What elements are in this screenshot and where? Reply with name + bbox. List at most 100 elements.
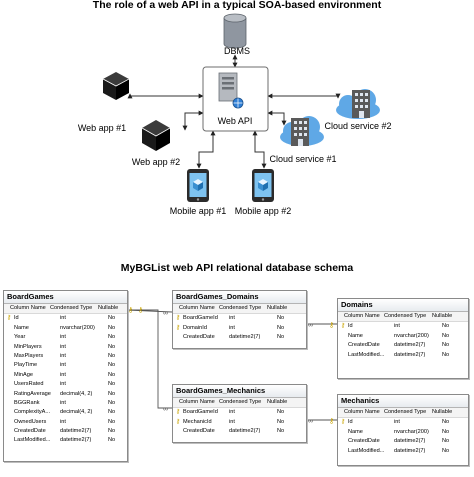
row-spacer xyxy=(338,437,348,446)
column-nullable: No xyxy=(442,351,450,358)
column-name: CreatedDate xyxy=(348,438,380,445)
column-type: int xyxy=(229,418,235,425)
column-nullable: No xyxy=(108,381,116,388)
column-name: PlayTime xyxy=(14,362,38,369)
column-type: datetime2(7) xyxy=(394,438,426,445)
row-spacer xyxy=(4,333,14,342)
row-spacer xyxy=(4,361,14,370)
cloud-building-icon xyxy=(280,116,324,146)
row-spacer xyxy=(4,408,14,417)
column-name: MaxPlayers xyxy=(14,352,44,359)
row-spacer xyxy=(4,380,14,389)
column-type: int xyxy=(60,362,66,369)
table-boardgames-domains[interactable]: BoardGames_Domains Column Name Condensed… xyxy=(172,290,307,349)
header-nullable: Nullable xyxy=(98,305,119,311)
column-header-row: Column Name Condensed Type Nullable xyxy=(338,312,468,323)
key-end-marker: ⚷ xyxy=(329,418,334,425)
column-type: nvarchar(200) xyxy=(394,332,429,339)
column-nullable: No xyxy=(108,352,116,359)
column-header-row: Column Name Condensed Type Nullable xyxy=(173,304,306,315)
column-type: int xyxy=(394,323,400,330)
table-row[interactable]: LastModified...datetime2(7)No xyxy=(338,351,468,360)
header-condensed-type: Condensed Type xyxy=(219,305,262,311)
table-row[interactable]: LastModified...datetime2(7)No xyxy=(4,436,127,445)
smartphone-icon xyxy=(252,169,274,202)
column-name: UsersRated xyxy=(14,381,44,388)
primary-key-icon: ⚷ xyxy=(6,315,12,322)
table-boardgames[interactable]: BoardGames Column Name Condensed Type Nu… xyxy=(3,290,128,462)
header-condensed-type: Condensed Type xyxy=(50,305,93,311)
column-type: decimal(4, 2) xyxy=(60,390,93,397)
table-domains[interactable]: Domains Column Name Condensed Type Nulla… xyxy=(337,298,469,379)
column-name: Id xyxy=(348,323,353,330)
column-type: int xyxy=(60,399,66,406)
column-name: BoardGameId xyxy=(183,315,218,322)
table-row[interactable]: LastModified...datetime2(7)No xyxy=(338,447,468,456)
row-spacer xyxy=(4,436,14,445)
column-name: Year xyxy=(14,334,26,341)
connector-api-cloud1 xyxy=(267,110,287,126)
table-row[interactable]: ComplexityA...decimal(4, 2)No xyxy=(4,408,127,417)
relation-boardgames-mechanics-link xyxy=(126,309,172,409)
table-boardgames-mechanics[interactable]: BoardGames_Mechanics Column Name Condens… xyxy=(172,384,307,443)
column-name: CreatedDate xyxy=(14,428,46,435)
table-title: Domains xyxy=(338,299,468,312)
column-type: int xyxy=(229,324,235,331)
table-title: Mechanics xyxy=(338,395,468,408)
smartphone-icon xyxy=(187,169,209,202)
header-nullable: Nullable xyxy=(267,305,288,311)
column-nullable: No xyxy=(442,447,450,454)
column-header-row: Column Name Condensed Type Nullable xyxy=(173,398,306,409)
column-type: datetime2(7) xyxy=(229,428,261,435)
column-name: LastModified... xyxy=(348,351,385,358)
column-name: OwnedUsers xyxy=(14,418,47,425)
column-type: int xyxy=(229,409,235,416)
column-type: datetime2(7) xyxy=(229,334,261,341)
header-nullable: Nullable xyxy=(267,399,288,405)
column-type: int xyxy=(60,371,66,378)
column-nullable: No xyxy=(108,409,116,416)
column-nullable: No xyxy=(108,371,116,378)
web-api-label: Web API xyxy=(217,116,253,126)
header-nullable: Nullable xyxy=(432,313,453,319)
column-header-row: Column Name Condensed Type Nullable xyxy=(4,304,127,315)
key-end-marker: ⚷ xyxy=(128,307,133,314)
soa-connectors xyxy=(127,54,341,169)
table-row[interactable]: CreatedDate datetime2(7) No xyxy=(173,333,306,342)
column-nullable: No xyxy=(277,428,285,435)
row-spacer xyxy=(338,447,348,456)
column-name: Name xyxy=(14,324,29,331)
row-spacer xyxy=(338,341,348,350)
row-spacer xyxy=(4,418,14,427)
table-mechanics[interactable]: Mechanics Column Name Condensed Type Nul… xyxy=(337,394,469,466)
column-nullable: No xyxy=(277,334,285,341)
column-name: CreatedDate xyxy=(183,334,215,341)
column-type: int xyxy=(394,419,400,426)
column-nullable: No xyxy=(277,315,285,322)
